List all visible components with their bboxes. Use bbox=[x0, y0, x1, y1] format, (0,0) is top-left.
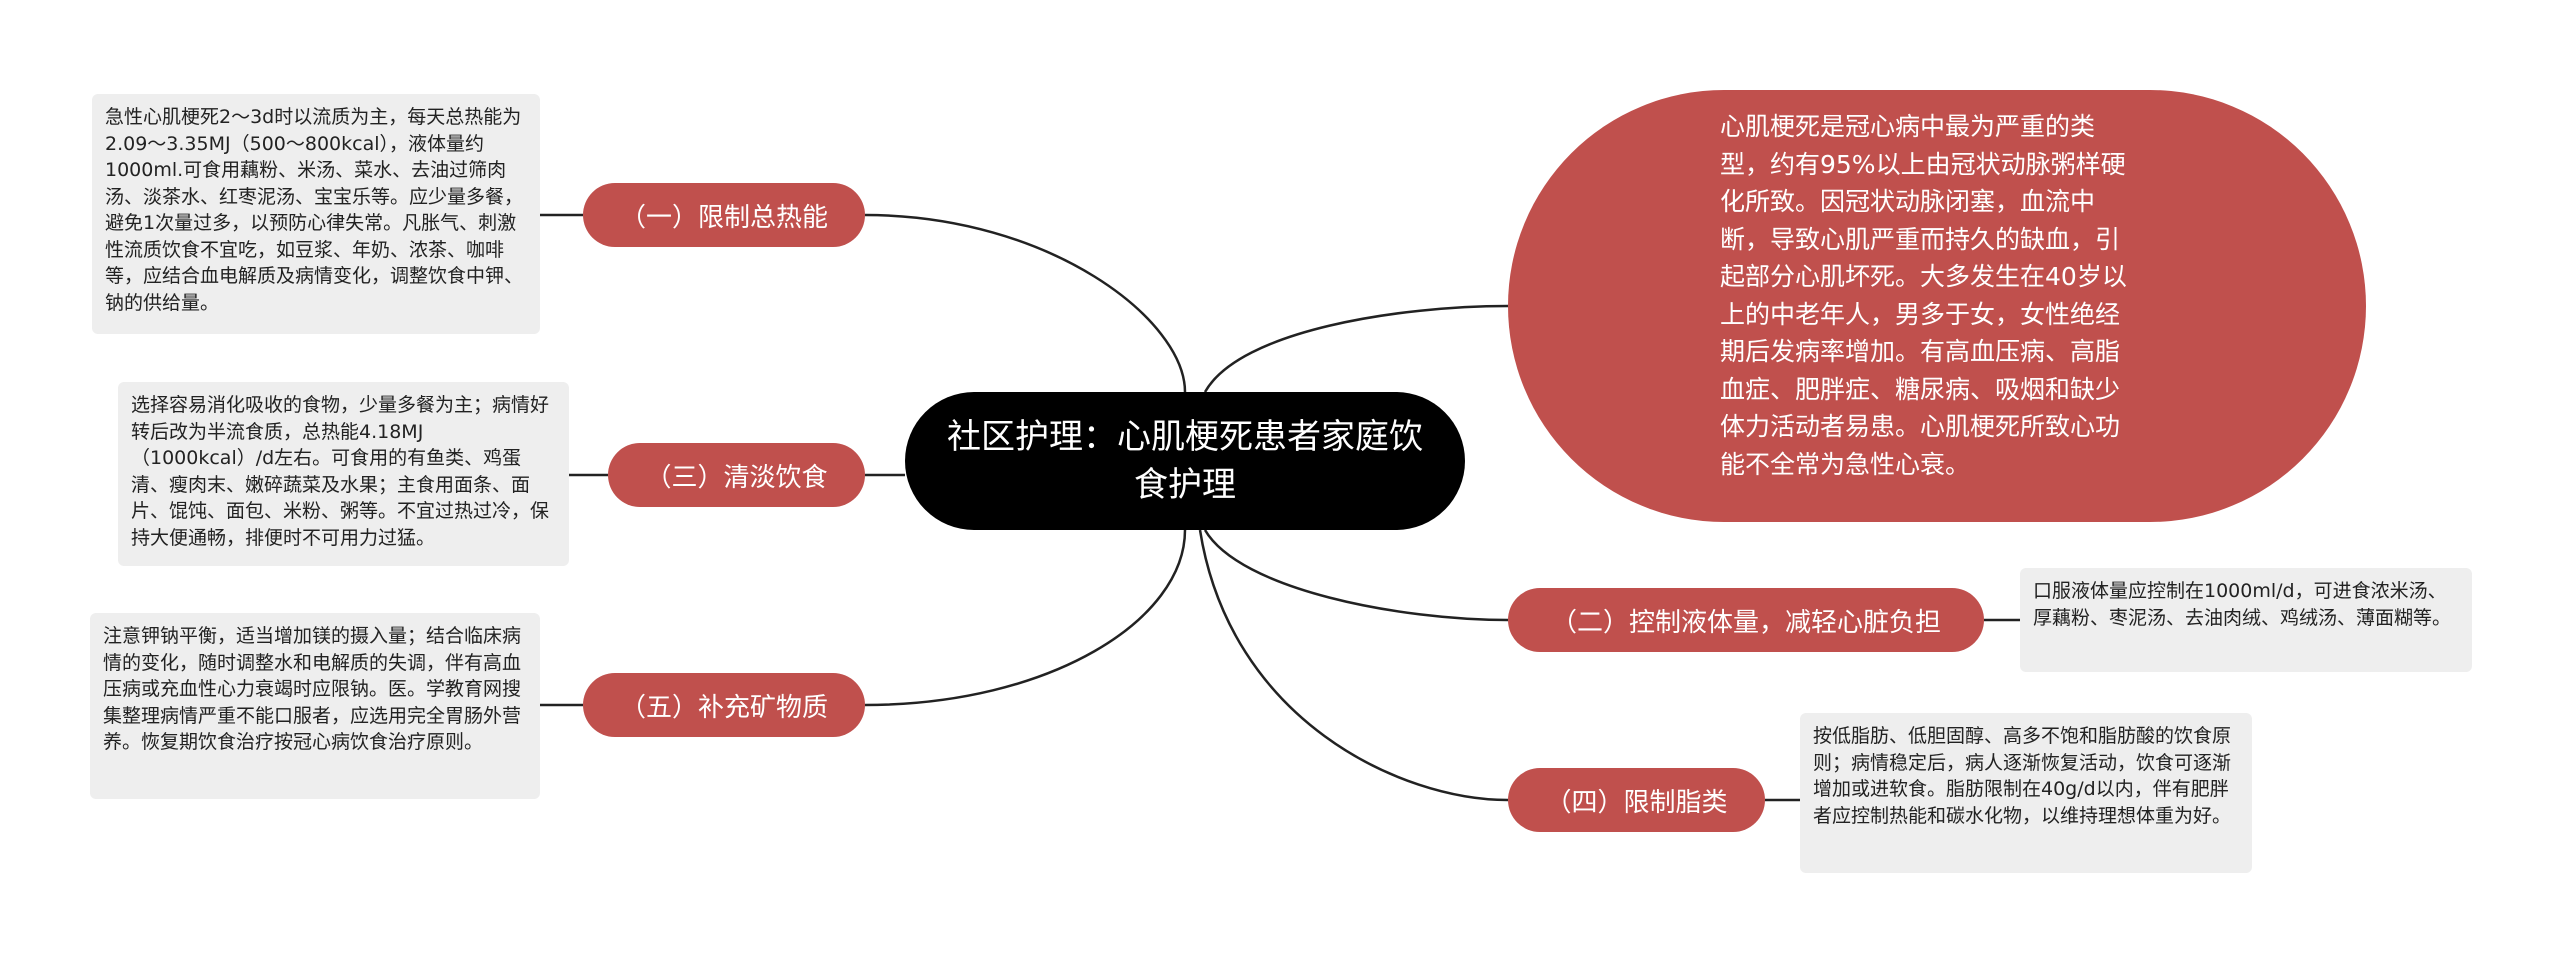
overview-node[interactable]: 心肌梗死是冠心病中最为严重的类型，约有95%以上由冠状动脉粥样硬化所致。因冠状动… bbox=[1508, 90, 2366, 522]
branch-label: （一）限制总热能 bbox=[619, 202, 828, 233]
branch-light-diet[interactable]: （三）清淡饮食 bbox=[608, 443, 865, 507]
link-root-overview bbox=[1203, 304, 1509, 393]
note-minerals[interactable]: 注意钾钠平衡，适当增加镁的摄入量；结合临床病情的变化，随时调整水和电解质的失调，… bbox=[90, 613, 540, 799]
branch-label: （三）清淡饮食 bbox=[645, 462, 828, 493]
note-control-fluids[interactable]: 口服液体量应控制在1000ml/d，可进食浓米汤、厚藕粉、枣泥汤、去油肉绒、鸡绒… bbox=[2020, 568, 2472, 672]
note-text: 选择容易消化吸收的食物，少量多餐为主；病情好转后改为半流食质，总热能4.18MJ… bbox=[131, 394, 550, 549]
note-limit-fats[interactable]: 按低脂肪、低胆固醇、高多不饱和脂肪酸的饮食原则；病情稳定后，病人逐渐恢复活动，饮… bbox=[1800, 713, 2252, 873]
overview-text: 心肌梗死是冠心病中最为严重的类型，约有95%以上由冠状动脉粥样硬化所致。因冠状动… bbox=[1720, 112, 2127, 479]
branch-label: （四）限制脂类 bbox=[1545, 787, 1728, 818]
branch-minerals[interactable]: （五）补充矿物质 bbox=[583, 673, 865, 737]
note-text: 急性心肌梗死2～3d时以流质为主，每天总热能为2.09～3.35MJ（500～8… bbox=[105, 106, 524, 314]
branch-limit-calories[interactable]: （一）限制总热能 bbox=[583, 183, 865, 247]
link-root-b1 bbox=[864, 213, 1187, 393]
note-text: 注意钾钠平衡，适当增加镁的摄入量；结合临床病情的变化，随时调整水和电解质的失调，… bbox=[103, 625, 522, 753]
note-text: 按低脂肪、低胆固醇、高多不饱和脂肪酸的饮食原则；病情稳定后，病人逐渐恢复活动，饮… bbox=[1813, 725, 2232, 827]
note-light-diet[interactable]: 选择容易消化吸收的食物，少量多餐为主；病情好转后改为半流食质，总热能4.18MJ… bbox=[118, 382, 569, 566]
branch-limit-fats[interactable]: （四）限制脂类 bbox=[1508, 768, 1765, 832]
note-text: 口服液体量应控制在1000ml/d，可进食浓米汤、厚藕粉、枣泥汤、去油肉绒、鸡绒… bbox=[2033, 580, 2452, 629]
branch-label: （五）补充矿物质 bbox=[619, 692, 828, 723]
root-title: 社区护理：心肌梗死患者家庭饮食护理 bbox=[947, 417, 1423, 505]
note-limit-calories[interactable]: 急性心肌梗死2～3d时以流质为主，每天总热能为2.09～3.35MJ（500～8… bbox=[92, 94, 540, 334]
link-root-b2 bbox=[1203, 529, 1509, 622]
root-topic[interactable]: 社区护理：心肌梗死患者家庭饮食护理 bbox=[905, 392, 1465, 530]
link-root-b5 bbox=[864, 529, 1187, 707]
branch-label: （二）控制液体量，减轻心脏负担 bbox=[1550, 607, 1941, 638]
link-root-b4 bbox=[1198, 529, 1509, 802]
branch-control-fluids[interactable]: （二）控制液体量，减轻心脏负担 bbox=[1508, 588, 1984, 652]
